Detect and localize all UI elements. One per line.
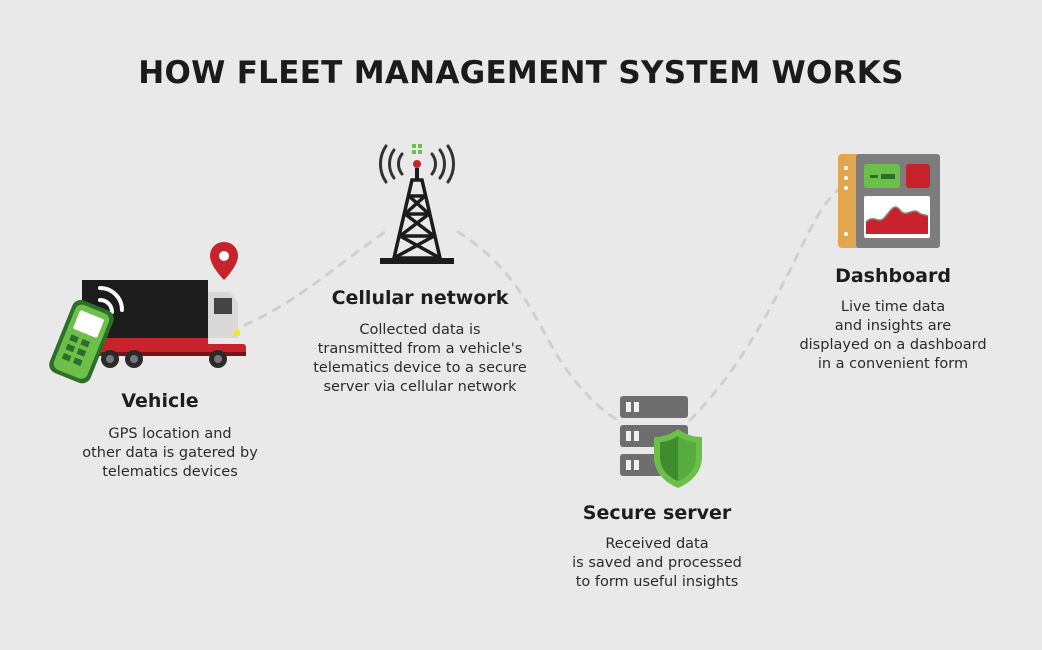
dashboard-desc-line: displayed on a dashboard (799, 337, 987, 353)
cellular-title: Cellular network (331, 287, 509, 309)
vehicle-desc-line: telematics devices (102, 464, 238, 480)
vehicle-desc-line: other data is gatered by (82, 445, 258, 461)
server-illustration (620, 396, 702, 488)
wifi-signal-icon (98, 286, 124, 314)
truck-icon (78, 280, 246, 368)
dashboard-description: Live time data and insights are displaye… (768, 298, 1018, 374)
cellular-desc-line: transmitted from a vehicle's (317, 341, 523, 357)
server-desc-line: Received data (605, 536, 709, 552)
vehicle-title: Vehicle (121, 390, 199, 412)
cellular-desc-line: server via cellular network (323, 379, 517, 395)
dashboard-desc-line: and insights are (834, 318, 952, 334)
cellular-description: Collected data is transmitted from a veh… (280, 321, 560, 397)
page-title: HOW FLEET MANAGEMENT SYSTEM WORKS (138, 55, 904, 91)
server-desc-line: to form useful insights (575, 574, 739, 590)
server-description: Received data is saved and processed to … (527, 535, 787, 592)
telematics-device-icon (49, 299, 114, 384)
vehicle-description: GPS location and other data is gatered b… (40, 425, 300, 482)
dashboard-title: Dashboard (835, 265, 951, 287)
shield-icon (654, 429, 702, 488)
cellular-desc-line: telematics device to a secure (313, 360, 527, 376)
server-title: Secure server (582, 502, 732, 524)
server-desc-line: is saved and processed (572, 555, 742, 571)
vehicle-illustration (49, 242, 246, 384)
location-pin-icon (210, 242, 238, 280)
dashboard-panel-icon (838, 154, 940, 248)
dashboard-desc-line: Live time data (840, 299, 946, 315)
cellular-desc-line: Collected data is (359, 322, 481, 338)
dashboard-desc-line: in a convenient form (817, 356, 969, 372)
vehicle-desc-line: GPS location and (108, 426, 232, 442)
cell-tower-icon (379, 144, 455, 264)
